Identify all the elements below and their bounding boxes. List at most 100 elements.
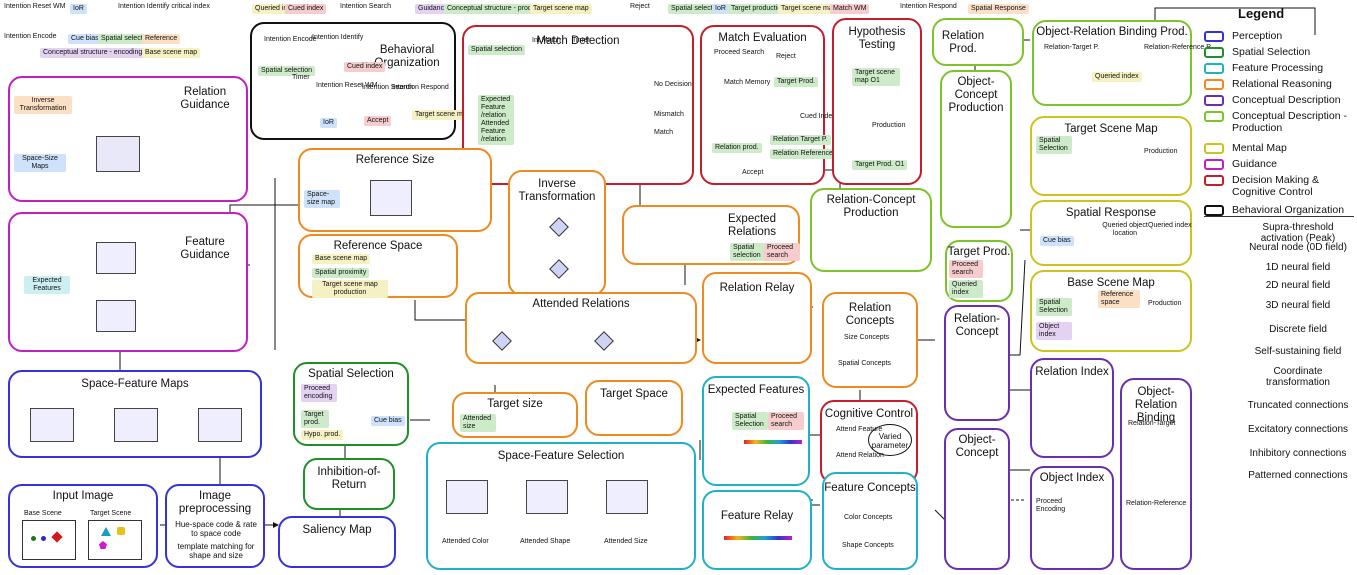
proceed-search-ef-tag: Proceed search bbox=[768, 412, 804, 430]
inverse-transformation-tag: Inverse Transformation bbox=[14, 96, 72, 114]
cue-bias-sr-tag: Cue bias bbox=[1040, 236, 1074, 246]
reference-space-box: Reference Space Base scene map Spatial p… bbox=[298, 234, 458, 298]
production-bsm-label: Production bbox=[1148, 300, 1182, 307]
attended-color-3d-field bbox=[446, 480, 488, 514]
conceptual-structure-encoding-tag: Conceptual structure - encoding bbox=[40, 48, 146, 58]
spatial-selection-md-tag: Spatial selection bbox=[468, 45, 525, 55]
proceed-encoding-tag: Proceed encoding bbox=[301, 384, 337, 402]
ior-tag-2: IoR bbox=[712, 4, 729, 14]
proceed-search-er-tag: Proceed search bbox=[764, 243, 800, 261]
reference-space-title: Reference Space bbox=[333, 240, 423, 252]
object-relation-binding-box: Object-Relation Binding Relation-Target … bbox=[1120, 378, 1192, 570]
timer-label: Timer bbox=[572, 37, 590, 44]
legend-swatch-8 bbox=[1204, 175, 1224, 186]
object-index-box: Object Index Proceed Encoding bbox=[1030, 466, 1114, 570]
feature-guidance-3d-field-2 bbox=[96, 300, 136, 332]
queried-index-sr-label: Queried index bbox=[1148, 222, 1192, 229]
cued-index-node-tag: Cued index bbox=[344, 62, 386, 72]
relation-reference-p-me-tag: Relation Reference P. bbox=[770, 149, 844, 159]
relation-reference-label: Relation-Reference bbox=[1126, 500, 1187, 507]
target-scene-map-o1-tag: Target scene map O1 bbox=[852, 68, 900, 86]
cognitive-control-title: Cognitive Control bbox=[824, 408, 914, 420]
object-concept-box: Object-Concept bbox=[944, 428, 1010, 570]
feature-relay-box: Feature Relay bbox=[702, 490, 812, 570]
behavioral-organization-box: Behavioral Organization Intention Encode… bbox=[250, 22, 492, 140]
legend-swatch-0 bbox=[1204, 31, 1224, 42]
attended-relations-title: Attended Relations bbox=[532, 298, 630, 310]
legend-symbol-9: Excitatory connections bbox=[1247, 424, 1349, 435]
base-scene-image bbox=[22, 520, 76, 560]
coordinate-transform-diamond-3 bbox=[492, 331, 512, 351]
match-evaluation-title: Match Evaluation bbox=[718, 32, 807, 44]
spatial-response-tag: Spatial Response bbox=[968, 4, 1029, 14]
feature-relay-title: Feature Relay bbox=[720, 510, 794, 522]
coordinate-transform-diamond-4 bbox=[594, 331, 614, 351]
attended-shape-3d-field bbox=[526, 480, 568, 514]
space-size-map-tag: Space-size map bbox=[304, 190, 340, 208]
relation-guidance-box: Relation Guidance Inverse Transformation… bbox=[8, 76, 248, 202]
coordinate-transform-diamond-1 bbox=[549, 217, 569, 237]
legend-symbol-5: Discrete field bbox=[1269, 324, 1327, 335]
accept-label-me: Accept bbox=[742, 169, 764, 176]
feature-guidance-title: Feature Guidance bbox=[180, 236, 230, 261]
reference-size-title: Reference Size bbox=[355, 154, 435, 166]
base-scene-map-rs-tag: Base scene map bbox=[312, 254, 371, 264]
spatial-response-title: Spatial Response bbox=[1065, 207, 1157, 219]
feature-relay-gradient bbox=[724, 536, 792, 540]
attended-color-label: Attended Color bbox=[442, 538, 489, 545]
saliency-map-title: Saliency Map bbox=[302, 524, 372, 536]
mismatch-label: Mismatch bbox=[654, 111, 684, 118]
preprocessing-step-1: Hue-space code & rate to space code bbox=[175, 520, 257, 538]
target-prod-box: Target Prod. Proceed search Queried inde… bbox=[945, 240, 1013, 302]
legend-symbol-7: Coordinate transformation bbox=[1266, 366, 1330, 388]
legend-symbol-0: Supra-threshold activation (Peak) bbox=[1260, 222, 1336, 244]
legend-item-5: Conceptual Description - Production bbox=[1232, 110, 1347, 134]
production-tsm-label: Production bbox=[1144, 148, 1178, 155]
expected-features-box: Expected Features Spatial Selection Proc… bbox=[702, 376, 810, 486]
expected-features-tag: Expected Features bbox=[24, 276, 70, 294]
relation-relay-box: Relation Relay bbox=[702, 272, 812, 364]
reference-space-bsm-tag: Reference space bbox=[1098, 290, 1140, 308]
target-prod-title: Target Prod. bbox=[947, 246, 1011, 258]
base-scene-label: Base Scene bbox=[24, 510, 62, 517]
legend-symbol-4: 3D neural field bbox=[1265, 300, 1331, 311]
legend-swatch-7 bbox=[1204, 159, 1224, 170]
object-concept-production-box: Object-Concept Production bbox=[940, 70, 1012, 228]
queried-index-orbp-tag: Queried index bbox=[1092, 72, 1142, 82]
inverse-transformation-title: Inverse Transformation bbox=[518, 178, 596, 203]
target-prod-me-tag: Target Prod. bbox=[774, 77, 819, 87]
color-concepts-label: Color Concepts bbox=[844, 514, 893, 521]
target-scene-map-tag: Target scene map bbox=[530, 4, 592, 14]
attended-relations-box: Attended Relations bbox=[465, 292, 697, 364]
inverse-transformation-box: Inverse Transformation bbox=[508, 170, 606, 296]
target-size-box: Target size Attended size bbox=[452, 392, 578, 438]
legend-symbol-11: Patterned connections bbox=[1248, 470, 1348, 481]
intention-encode-node-label: Intention Encode bbox=[264, 36, 317, 43]
legend-item-3: Relational Reasoning bbox=[1232, 78, 1332, 90]
inhibition-of-return-box: Inhibition-of-Return bbox=[303, 458, 395, 510]
intention-respond-label: Intention Respond bbox=[900, 3, 957, 10]
spatial-selection-box: Spatial Selection Proceed encoding Targe… bbox=[293, 362, 409, 446]
queried-object-location-label: Queried object location bbox=[1102, 222, 1148, 237]
space-feature-maps-title: Space-Feature Maps bbox=[81, 378, 189, 390]
legend-item-4: Conceptual Description bbox=[1232, 94, 1341, 106]
timer-node-label: Timer bbox=[292, 74, 310, 81]
match-detection-title: Match Detection bbox=[536, 35, 620, 47]
legend-symbol-3: 2D neural field bbox=[1265, 280, 1331, 291]
attended-shape-label: Attended Shape bbox=[520, 538, 571, 545]
spatial-selection-bsm-tag: Spatial Selection bbox=[1036, 298, 1072, 316]
legend-item-7: Guidance bbox=[1232, 158, 1277, 170]
target-scene-map-title: Target Scene Map bbox=[1064, 123, 1158, 135]
behavioral-organization-title: Behavioral Organization bbox=[374, 44, 440, 69]
input-image-title: Input Image bbox=[52, 490, 114, 502]
target-prod-ss-tag: Target prod. bbox=[301, 410, 329, 428]
reference-size-3d-field bbox=[370, 180, 412, 216]
relation-index-box: Relation Index bbox=[1030, 358, 1114, 458]
hypothesis-testing-box: Hypothesis Testing Target scene map O1 P… bbox=[832, 18, 922, 185]
legend-item-6: Mental Map bbox=[1232, 142, 1287, 154]
target-scene-label: Target Scene bbox=[90, 510, 132, 517]
hypo-prod-tag: Hypo. prod. bbox=[301, 430, 344, 440]
intention-encode-label: Intention Encode bbox=[4, 33, 57, 40]
relation-relay-title: Relation Relay bbox=[719, 282, 795, 294]
feature-guidance-3d-field-1 bbox=[96, 242, 136, 274]
